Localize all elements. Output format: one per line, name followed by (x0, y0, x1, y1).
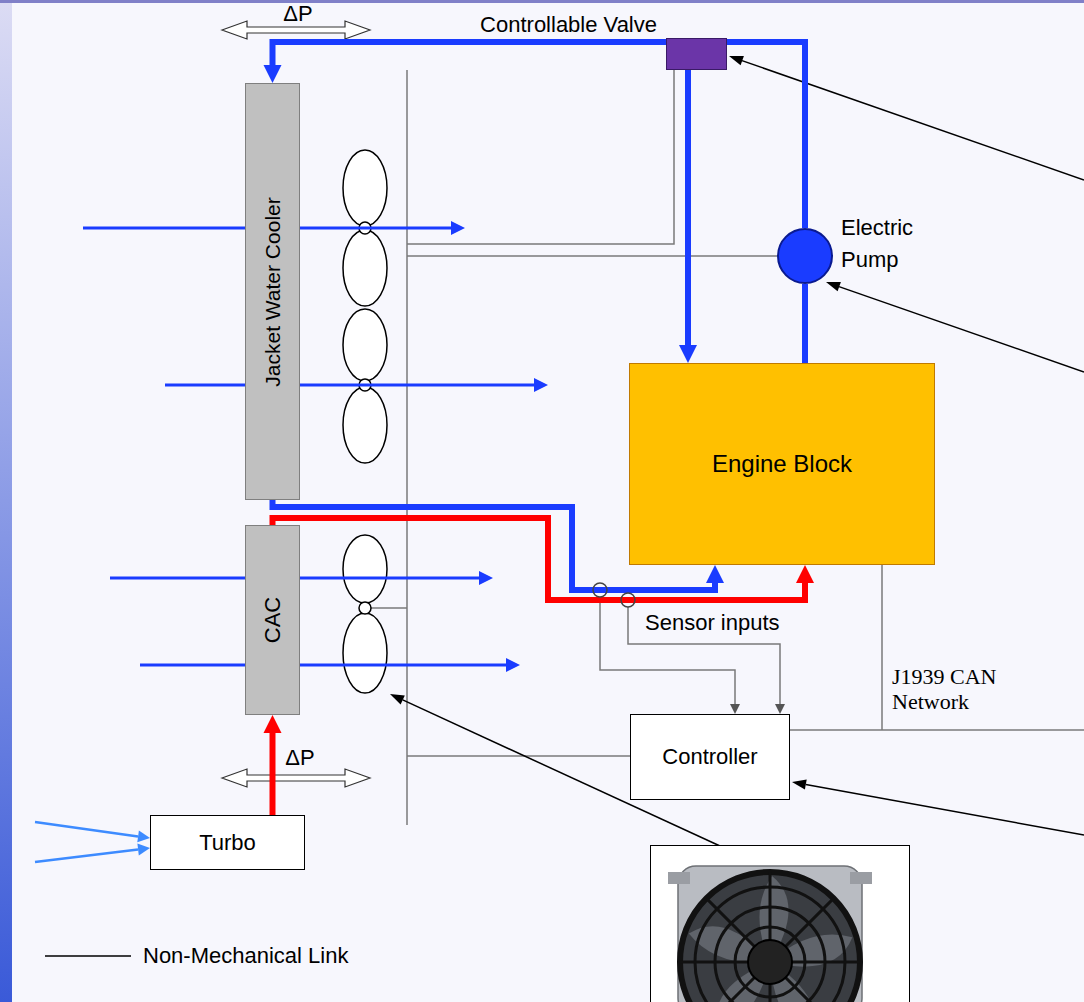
pipe-line (273, 42, 667, 67)
pipe-arrowhead (264, 65, 282, 83)
node-label: Turbo (199, 830, 256, 855)
turbo-box: Turbo (150, 815, 305, 870)
air-arrowhead (534, 378, 548, 392)
air-flow (83, 228, 536, 665)
frame-top (0, 0, 1084, 3)
intake-air (35, 822, 150, 862)
intake-arrowhead (137, 830, 150, 842)
fan-motor (748, 940, 792, 984)
leader-line (742, 61, 1084, 180)
fan-blade (343, 150, 387, 226)
pipe-connector (679, 70, 697, 363)
sensor-circle (593, 583, 607, 597)
fan-blade (343, 387, 387, 463)
pump-shape (777, 228, 833, 284)
leader-arrowhead (826, 282, 841, 291)
legend-sample (45, 946, 131, 966)
leader-line (839, 287, 1084, 372)
sensor-symbols (593, 583, 635, 607)
fan-hub (359, 602, 371, 614)
fan-grille (680, 872, 860, 1002)
controller-wire (407, 755, 630, 757)
frame-strip (0, 0, 12, 1002)
pump-wire (407, 255, 777, 257)
legend-line (45, 955, 131, 957)
node-label: Controller (662, 744, 757, 769)
fan-wire (371, 607, 407, 609)
intake-arrowhead (137, 844, 150, 856)
pump-circle: Electric Pump (777, 228, 833, 284)
pipe-line (270, 731, 276, 815)
sensor-arrowhead (775, 704, 785, 714)
pump-circle-shape (778, 229, 832, 283)
leader-arrowhead (729, 56, 744, 65)
leader-arrowhead (390, 694, 405, 704)
fan-blade (343, 535, 387, 603)
can-line (790, 729, 1084, 731)
pressure-label: ΔP (283, 3, 312, 25)
air-arrowhead (479, 571, 493, 585)
cooler-box: Jacket Water Cooler (245, 83, 300, 500)
pipe-arrowhead (679, 345, 697, 363)
node-label: Engine Block (712, 450, 852, 478)
fan-ring (680, 872, 860, 1002)
node-label: CAC (260, 597, 285, 643)
air-arrow (140, 664, 508, 667)
pressure-label: ΔP (285, 746, 314, 770)
fan-blade (343, 613, 387, 693)
air-arrowhead (451, 221, 465, 235)
intake-arrow (35, 850, 138, 863)
cac-box: CAC (245, 525, 300, 715)
pipe-connector (264, 42, 667, 83)
node-label: Controllable Valve (480, 12, 657, 37)
engine-block: Engine Block (629, 363, 935, 565)
legend-text: Non-Mechanical Link (143, 943, 348, 968)
pipe-line (685, 70, 691, 347)
node-label: Electric Pump (841, 212, 913, 276)
air-heads (451, 221, 548, 672)
leader-lines (403, 61, 1084, 846)
pipe-arrowhead (264, 715, 282, 733)
valve-box: Controllable Valve (666, 38, 727, 70)
controller-box: Controller (630, 714, 790, 800)
network-label: J1939 CAN Network (892, 664, 1007, 715)
intake-arrow (35, 822, 138, 836)
fan-tab (668, 872, 690, 884)
engine-can-wire (881, 565, 883, 730)
fan-blade (343, 230, 387, 306)
node-label: Jacket Water Cooler (260, 197, 284, 386)
sensor-circle (621, 593, 635, 607)
fan-symbols (343, 150, 387, 693)
control-wires (371, 70, 1084, 825)
bus-line (406, 70, 408, 825)
pipe-line (727, 42, 805, 228)
sensor-label: Sensor inputs (645, 610, 780, 635)
sensor-wire (628, 607, 780, 704)
fan-blade (343, 309, 387, 381)
pressure-arrow (222, 769, 370, 787)
pipe-line (802, 284, 808, 363)
pipe-connector (727, 42, 805, 228)
air-arrow (165, 384, 536, 387)
legend-entry: Non-Mechanical Link (45, 943, 348, 968)
pipe-arrowhead (796, 565, 814, 583)
pipe-arrowhead (706, 565, 724, 583)
pipe-connector (805, 284, 806, 363)
pipe-connector (264, 715, 282, 815)
sensor-arrowhead (730, 704, 740, 714)
fan-photo (668, 866, 872, 1002)
leader-arrowhead (792, 780, 807, 790)
valve-wire (407, 70, 674, 244)
air-arrowhead (506, 658, 520, 672)
fan-tab (850, 872, 872, 884)
leader-line (806, 785, 1084, 836)
